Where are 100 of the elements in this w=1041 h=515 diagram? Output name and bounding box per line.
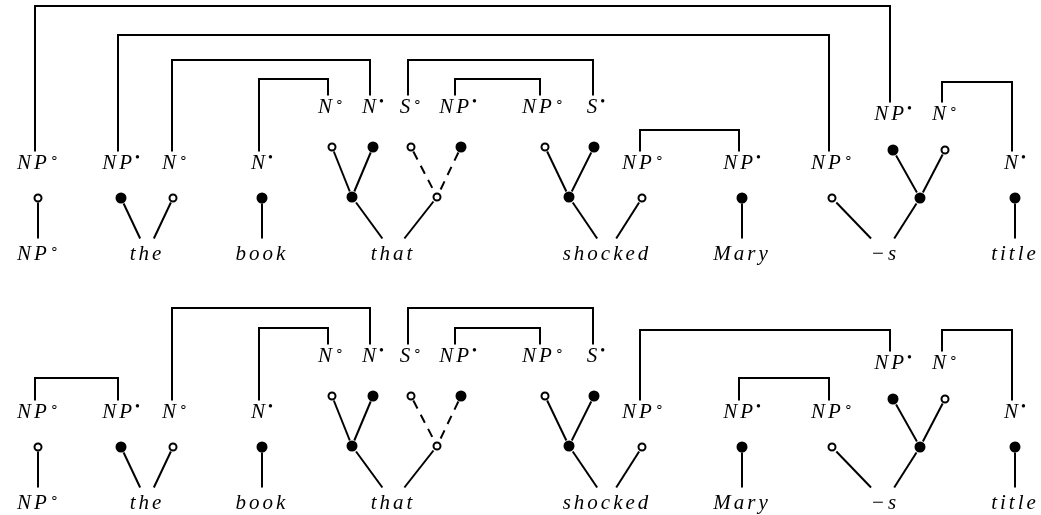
link-line bbox=[403, 449, 435, 489]
formula-label: NP$^{•}$ bbox=[439, 93, 477, 119]
solid-node bbox=[914, 192, 926, 204]
hollow-node bbox=[827, 193, 837, 203]
formula-label: NP$^{∘}$ bbox=[811, 398, 853, 424]
link-line bbox=[261, 451, 263, 489]
hollow-node bbox=[827, 442, 837, 452]
formula-label: that bbox=[370, 240, 416, 266]
solid-node bbox=[455, 390, 467, 402]
solid-node bbox=[887, 393, 899, 405]
axis-link bbox=[639, 129, 740, 153]
link-line bbox=[355, 201, 384, 240]
link-line bbox=[570, 151, 593, 193]
hollow-node bbox=[406, 391, 416, 401]
link-line bbox=[741, 202, 743, 240]
formula-label: N$^{•}$ bbox=[1004, 398, 1026, 424]
formula-label: the bbox=[129, 489, 165, 515]
axis-link bbox=[407, 59, 594, 97]
formula-label: N$^{∘}$ bbox=[162, 149, 188, 175]
solid-node bbox=[256, 192, 268, 204]
axis-link bbox=[34, 5, 891, 153]
solid-node bbox=[346, 191, 358, 203]
solid-node bbox=[367, 141, 379, 153]
formula-label: NP$^{•}$ bbox=[102, 398, 140, 424]
formula-label: NP$^{•}$ bbox=[439, 342, 477, 368]
link-line bbox=[895, 154, 918, 194]
solid-node bbox=[256, 441, 268, 453]
link-line bbox=[122, 202, 142, 240]
formula-label: NP$^{∘}$ bbox=[522, 93, 564, 119]
link-line bbox=[741, 451, 743, 489]
formula-label: NP$^{•}$ bbox=[874, 349, 912, 375]
link-line bbox=[571, 201, 599, 240]
solid-node bbox=[588, 141, 600, 153]
formula-label: N$^{∘}$ bbox=[318, 342, 344, 368]
axis-link bbox=[171, 59, 371, 153]
axis-link bbox=[941, 81, 1013, 153]
formula-label: NP$^{•}$ bbox=[723, 398, 761, 424]
formula-label: NP$^{•}$ bbox=[102, 149, 140, 175]
solid-node bbox=[367, 390, 379, 402]
formula-label: N$^{•}$ bbox=[1004, 149, 1026, 175]
axis-link bbox=[117, 34, 830, 153]
formula-label: N$^{∘}$ bbox=[932, 100, 958, 126]
hollow-node bbox=[637, 442, 647, 452]
link-line bbox=[893, 202, 918, 240]
axis-link bbox=[454, 78, 541, 97]
formula-label: NP$^{∘}$ bbox=[522, 342, 564, 368]
hollow-node bbox=[406, 142, 416, 152]
formula-label: NP$^{∘}$ bbox=[17, 149, 59, 175]
axis-link bbox=[258, 78, 329, 153]
link-line bbox=[921, 402, 944, 443]
formula-label: N$^{∘}$ bbox=[162, 398, 188, 424]
link-line bbox=[546, 150, 568, 193]
formula-label: shocked bbox=[562, 489, 652, 515]
formula-label: N$^{•}$ bbox=[251, 398, 273, 424]
axis-link bbox=[171, 307, 371, 402]
hollow-node bbox=[940, 394, 950, 404]
formula-label: N$^{•}$ bbox=[362, 93, 384, 119]
formula-label: NP$^{∘}$ bbox=[811, 149, 853, 175]
link-line bbox=[355, 450, 384, 489]
link-line bbox=[615, 201, 641, 240]
axis-link bbox=[34, 377, 119, 402]
formula-label: Mary bbox=[713, 489, 771, 515]
formula-label: N$^{•}$ bbox=[251, 149, 273, 175]
hollow-node bbox=[327, 391, 337, 401]
solid-node bbox=[588, 390, 600, 402]
formula-label: title bbox=[991, 489, 1039, 515]
hollow-node bbox=[33, 442, 43, 452]
formula-label: S$^{∘}$ bbox=[399, 342, 423, 368]
link-line bbox=[152, 450, 172, 489]
solid-node bbox=[1009, 441, 1021, 453]
formula-label: NP$^{∘}$ bbox=[17, 240, 59, 266]
formula-label: S$^{•}$ bbox=[586, 93, 606, 119]
link-line bbox=[353, 400, 372, 442]
hollow-node bbox=[432, 192, 442, 202]
link-line bbox=[615, 450, 641, 489]
solid-node bbox=[346, 440, 358, 452]
formula-label: N$^{∘}$ bbox=[932, 349, 958, 375]
formula-label: −s bbox=[870, 489, 900, 515]
formula-label: S$^{∘}$ bbox=[399, 93, 423, 119]
axis-link bbox=[738, 377, 830, 402]
hollow-node bbox=[327, 142, 337, 152]
axis-link bbox=[258, 327, 329, 402]
axis-link bbox=[941, 329, 1013, 402]
link-line bbox=[895, 403, 918, 443]
formula-label: title bbox=[991, 240, 1039, 266]
link-line bbox=[37, 450, 39, 489]
link-line bbox=[37, 201, 39, 240]
formula-label: NP$^{∘}$ bbox=[622, 398, 664, 424]
link-line bbox=[353, 151, 372, 193]
solid-node bbox=[1009, 192, 1021, 204]
hollow-node bbox=[540, 391, 550, 401]
formula-label: Mary bbox=[713, 240, 771, 266]
solid-node bbox=[563, 191, 575, 203]
axis-link bbox=[639, 329, 891, 402]
solid-node bbox=[736, 441, 748, 453]
solid-node bbox=[887, 144, 899, 156]
formula-label: NP$^{∘}$ bbox=[17, 489, 59, 515]
formula-label: S$^{•}$ bbox=[586, 342, 606, 368]
link-line bbox=[261, 202, 263, 240]
hollow-node bbox=[637, 193, 647, 203]
